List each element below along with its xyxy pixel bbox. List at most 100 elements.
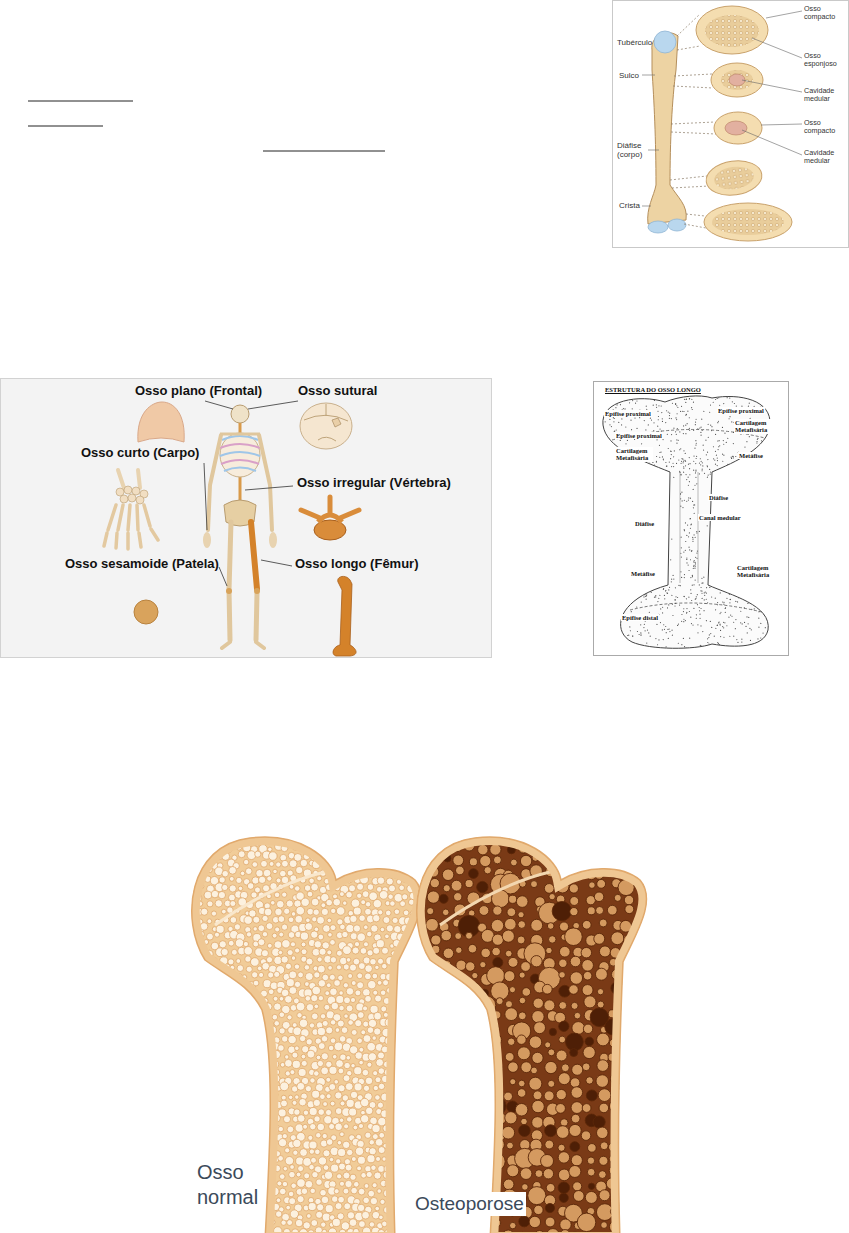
stipple-dot [653, 405, 654, 406]
stipple-dot [674, 450, 675, 451]
stipple-dot [768, 595, 769, 596]
trabecular-hole [339, 1005, 344, 1010]
stipple-dot [681, 461, 682, 462]
stipple-dot [745, 598, 746, 599]
trabecular-hole [410, 862, 416, 868]
stipple-dot [673, 456, 674, 457]
stipple-dot [618, 609, 619, 610]
stipple-dot [665, 422, 666, 423]
stipple-dot [721, 584, 722, 585]
stipple-dot [663, 588, 664, 589]
stipple-dot [686, 613, 687, 614]
stipple-dot [681, 644, 682, 645]
trabecular-hole [185, 990, 191, 996]
trabecular-hole [237, 1036, 242, 1041]
stipple-dot [724, 588, 725, 589]
trabecular-hole [357, 883, 364, 890]
trabecular-hole [386, 878, 393, 885]
stipple-dot [723, 444, 724, 445]
stipple-dot [721, 469, 722, 470]
stipple-dot [685, 402, 686, 403]
stipple-dot [620, 607, 621, 608]
trabecular-hole [357, 933, 366, 942]
stipple-dot [611, 426, 612, 427]
stipple-dot [658, 598, 659, 599]
stipple-dot [684, 394, 685, 395]
trabecular-hole [335, 836, 342, 843]
stipple-dot [631, 611, 632, 612]
trabecular-hole [285, 963, 291, 969]
stipple-dot [708, 424, 709, 425]
stipple-dot [760, 623, 761, 624]
stipple-dot [646, 406, 647, 407]
stipple-dot [669, 462, 670, 463]
stipple-dot [657, 426, 658, 427]
trabecular-hole [337, 1020, 344, 1027]
trabecular-hole [402, 846, 408, 852]
stipple-dot [687, 423, 688, 424]
stipple-dot [767, 394, 768, 395]
stipple-dot [624, 644, 625, 645]
stipple-dot [722, 601, 723, 602]
trabecular-hole [205, 971, 211, 977]
trabecular-hole [326, 899, 333, 906]
stipple-dot [693, 534, 694, 535]
stipple-dot [669, 587, 670, 588]
stipple-dot [656, 462, 657, 463]
trabecular-hole [244, 947, 253, 956]
stipple-dot [733, 622, 734, 623]
trabecular-hole [405, 1027, 413, 1035]
stipple-dot [760, 466, 761, 467]
trabecular-hole [261, 950, 268, 957]
stipple-dot [755, 469, 756, 470]
stipple-dot [600, 649, 601, 650]
trabecular-hole [252, 862, 258, 868]
stipple-dot [639, 634, 640, 635]
stipple-dot [716, 481, 717, 482]
trabecular-hole [206, 933, 213, 940]
stipple-dot [680, 585, 681, 586]
stipple-dot [745, 459, 746, 460]
stipple-dot [621, 418, 622, 419]
stipple-dot [659, 445, 660, 446]
stipple-dot [658, 419, 659, 420]
stipple-dot [767, 453, 768, 454]
stipple-dot [740, 622, 741, 623]
stipple-dot [639, 466, 640, 467]
trabecular-hole [338, 830, 346, 838]
stipple-dot [695, 424, 696, 425]
stipple-dot [769, 604, 770, 605]
stipple-dot [649, 471, 650, 472]
trabecular-hole [276, 878, 281, 883]
trabecular-hole [317, 916, 325, 924]
stipple-dot [656, 461, 657, 462]
trabecular-hole [287, 1015, 292, 1020]
stipple-dot [604, 581, 605, 582]
stipple-dot [616, 601, 617, 602]
trabecular-hole [228, 989, 234, 995]
trabecular-hole [289, 971, 297, 979]
trabecular-hole [323, 925, 331, 933]
trabecular-hole [231, 982, 239, 990]
stipple-dot [658, 475, 659, 476]
trabecular-hole [358, 963, 365, 970]
trabecular-hole [424, 1034, 433, 1043]
trabecular-hole [410, 973, 417, 980]
stipple-dot [741, 642, 742, 643]
stipple-dot [673, 477, 674, 478]
stipple-dot [769, 596, 770, 597]
stipple-dot [732, 456, 733, 457]
stipple-dot [683, 596, 684, 597]
stipple-dot [608, 594, 609, 595]
stipple-dot [635, 403, 636, 404]
trabecular-hole [181, 926, 186, 931]
stipple-dot [750, 640, 751, 641]
trabecular-hole [286, 900, 293, 907]
stipple-dot [749, 582, 750, 583]
stipple-dot [625, 591, 626, 592]
stipple-dot [697, 604, 698, 605]
stipple-dot [601, 468, 602, 469]
stipple-dot [654, 581, 655, 582]
trabecular-hole [300, 932, 308, 940]
trabecular-hole [385, 934, 390, 939]
